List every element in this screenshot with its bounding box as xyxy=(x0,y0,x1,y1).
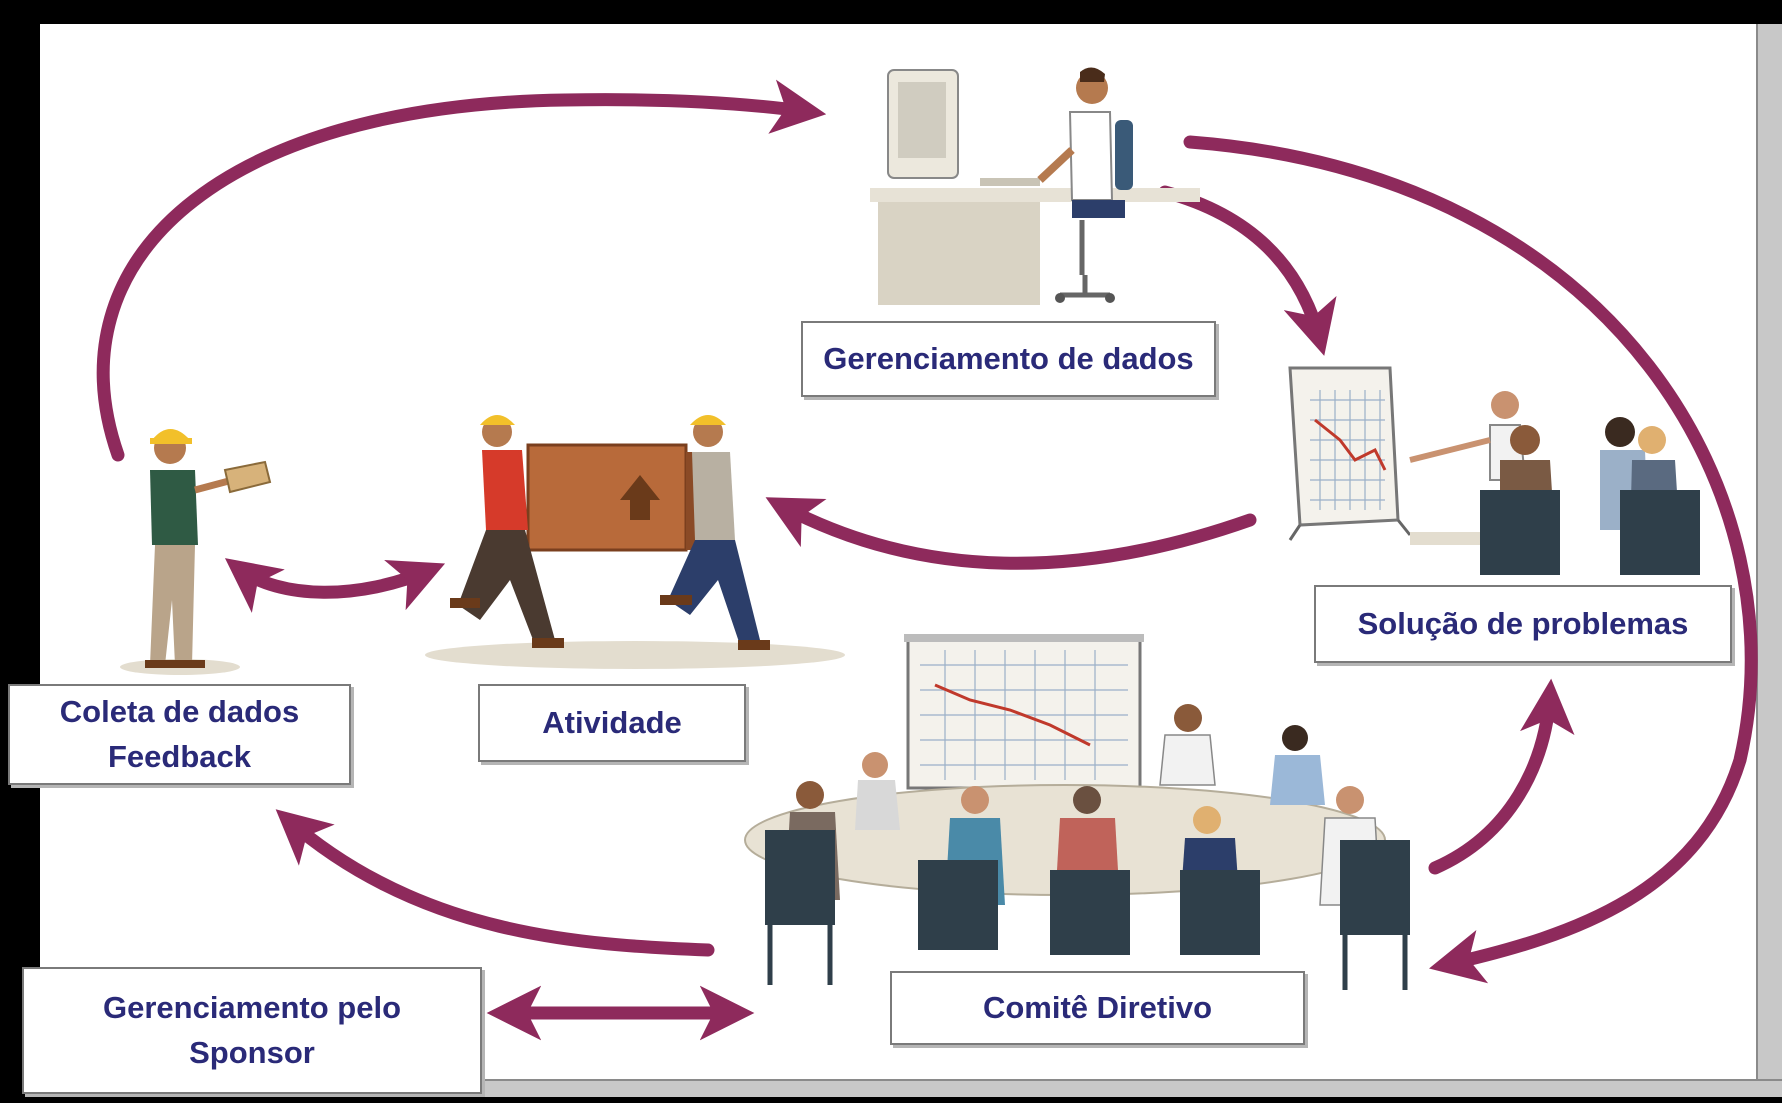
label-sponsor-line2: Sponsor xyxy=(189,1034,315,1070)
arrow-coleta-atividade xyxy=(224,558,446,613)
label-solucao-problemas-text: Solução de problemas xyxy=(1357,605,1689,641)
label-sponsor-line1: Gerenciamento pelo xyxy=(102,989,402,1025)
arrow-coleta-to-gerenciamento xyxy=(96,79,827,462)
arrow-gerenciamento-to-solucao xyxy=(1158,185,1337,356)
label-atividade-text: Atividade xyxy=(542,704,682,740)
label-coleta-line2: Feedback xyxy=(107,738,251,774)
presentation-illustration xyxy=(1288,366,1700,575)
arrow-big-right-loop xyxy=(1183,135,1758,984)
workers-carrying-box-illustration xyxy=(425,415,845,669)
label-coleta-line1: Coleta de dados xyxy=(59,693,300,729)
arrow-solucao-to-atividade xyxy=(765,497,1257,570)
label-solucao-problemas: Solução de problemas xyxy=(1314,585,1732,663)
arrow-comite-to-coleta xyxy=(275,809,715,957)
committee-meeting-illustration xyxy=(744,634,1410,990)
computer-operator-illustration xyxy=(870,67,1200,305)
label-gerenciamento-sponsor: Gerenciamento pelo Sponsor xyxy=(22,967,482,1094)
label-comite-text: Comitê Diretivo xyxy=(982,989,1213,1025)
label-gerenciamento-dados: Gerenciamento de dados xyxy=(801,321,1216,397)
arrow-comite-to-solucao xyxy=(1428,678,1575,875)
label-atividade: Atividade xyxy=(478,684,746,762)
label-gerenciamento-dados-text: Gerenciamento de dados xyxy=(823,340,1194,376)
label-coleta-dados: Coleta de dados Feedback xyxy=(8,684,351,785)
worker-clipboard-illustration xyxy=(120,429,272,675)
label-comite-diretivo: Comitê Diretivo xyxy=(890,971,1305,1045)
right-shadow-bar xyxy=(1756,24,1782,1079)
